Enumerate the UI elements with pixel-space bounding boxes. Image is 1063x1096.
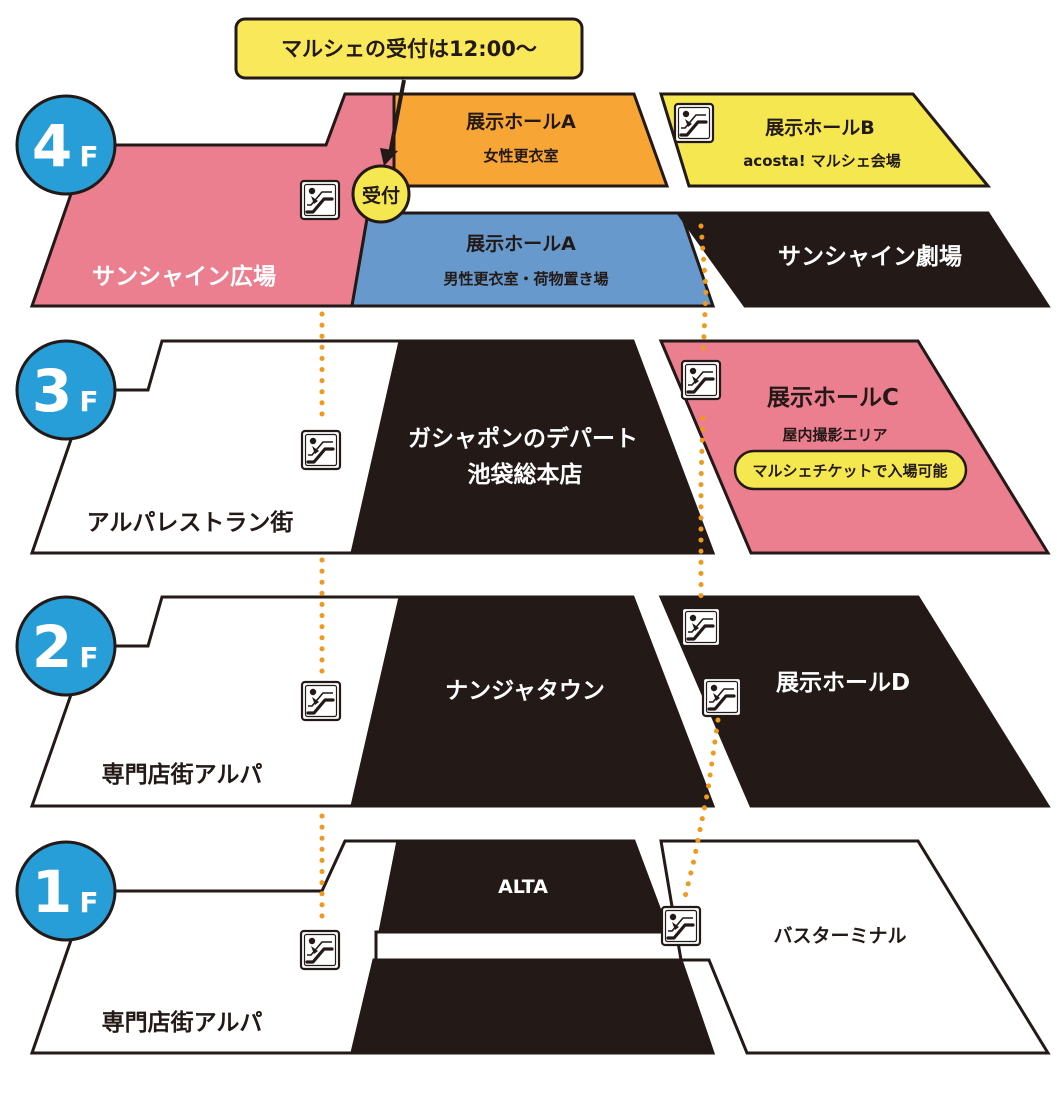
floor-3f-suffix: F [79, 385, 98, 418]
floor-2f-number: 2 [32, 613, 72, 681]
exhibit-hall-d-area [658, 595, 1051, 808]
floor-1f-number: 1 [32, 858, 72, 926]
reception-badge-text: 受付 [362, 184, 400, 207]
floor-3f-number: 3 [32, 357, 72, 425]
floor-2f: 専門店街アルパ ナンジャタウン 展示ホールD [29, 595, 1051, 808]
reception-callout: マルシェの受付は12:00～ [234, 17, 584, 166]
hall-a-upper-name: 展示ホールA [466, 111, 576, 133]
escalator-icon [299, 179, 341, 221]
marche-ticket-pill-text: マルシェチケットで入場可能 [752, 462, 947, 480]
namja-town-label: ナンジャタウン [445, 678, 605, 704]
exhibit-hall-c-area [658, 339, 1051, 555]
bus-terminal-label: バスターミナル [773, 925, 906, 947]
sunshine-theater-area [675, 211, 1051, 308]
floor-4f: サンシャイン広場 展示ホールA 女性更衣室 展示ホールA 男性更衣室・荷物置き場… [29, 92, 1051, 308]
escalator-icon [680, 606, 722, 648]
hall-a-upper-note: 女性更衣室 [483, 147, 558, 165]
namja-town-area [350, 595, 716, 808]
floor-2f-suffix: F [79, 641, 98, 674]
hall-d-label: 展示ホールD [776, 670, 910, 696]
floor-4f-number: 4 [32, 112, 72, 180]
hall-a-lower-name: 展示ホールA [466, 233, 576, 255]
escalator-icon [701, 676, 743, 718]
alta-label: ALTA [498, 876, 548, 898]
floor-1f-suffix: F [79, 886, 98, 919]
sunshine-plaza-label: サンシャイン広場 [92, 263, 276, 290]
floor-1f: 専門店街アルパ ALTA バスターミナル [29, 839, 1051, 1055]
exhibit-hall-a-lower-area [350, 211, 716, 308]
marche-ticket-pill [733, 449, 968, 491]
escalator-icon [299, 929, 341, 971]
hall-b-name: 展示ホールB [765, 117, 874, 139]
floor-badge-1f: 1 F [15, 840, 117, 942]
floor-4f-suffix: F [79, 140, 98, 173]
hall-a-lower-note: 男性更衣室・荷物置き場 [443, 270, 608, 288]
escalator-icon [680, 359, 722, 401]
alpa-restaurant-label: アルパレストラン街 [87, 509, 294, 536]
escalator-routes [319, 223, 721, 925]
floor-badge-3f: 3 F [15, 339, 117, 441]
escalator-icon [660, 905, 702, 947]
floor-badge-2f: 2 F [15, 595, 117, 697]
exhibit-hall-a-upper-area [392, 92, 670, 188]
alpa-shops-2f-label: 専門店街アルパ [102, 761, 263, 788]
gashapon-line2: 池袋総本店 [468, 461, 583, 488]
escalator-icon [300, 429, 342, 471]
hall-c-name: 展示ホールC [767, 385, 899, 411]
reception-callout-text: マルシェの受付は12:00～ [281, 37, 537, 61]
escalator-icon [673, 102, 715, 144]
alpa-shops-1f-label: 専門店街アルパ [102, 1009, 263, 1036]
alpa-shops-1f-dark-area [350, 958, 716, 1055]
floor-badge-4f: 4 F [15, 94, 117, 196]
gashapon-area [350, 339, 716, 555]
bus-terminal-area [659, 839, 1051, 1055]
hall-b-note: acosta! マルシェ会場 [743, 152, 901, 170]
escalator-icon [300, 680, 342, 722]
exhibit-hall-b-area [658, 92, 992, 188]
reception-badge: 受付 [351, 164, 411, 224]
sunshine-theater-label: サンシャイン劇場 [778, 244, 962, 270]
gashapon-line1: ガシャポンのデパート [408, 425, 638, 452]
hall-c-note: 屋内撮影エリア [782, 426, 887, 444]
floor-3f: アルパレストラン街 ガシャポンのデパート 池袋総本店 展示ホールC 屋内撮影エリ… [29, 339, 1051, 555]
